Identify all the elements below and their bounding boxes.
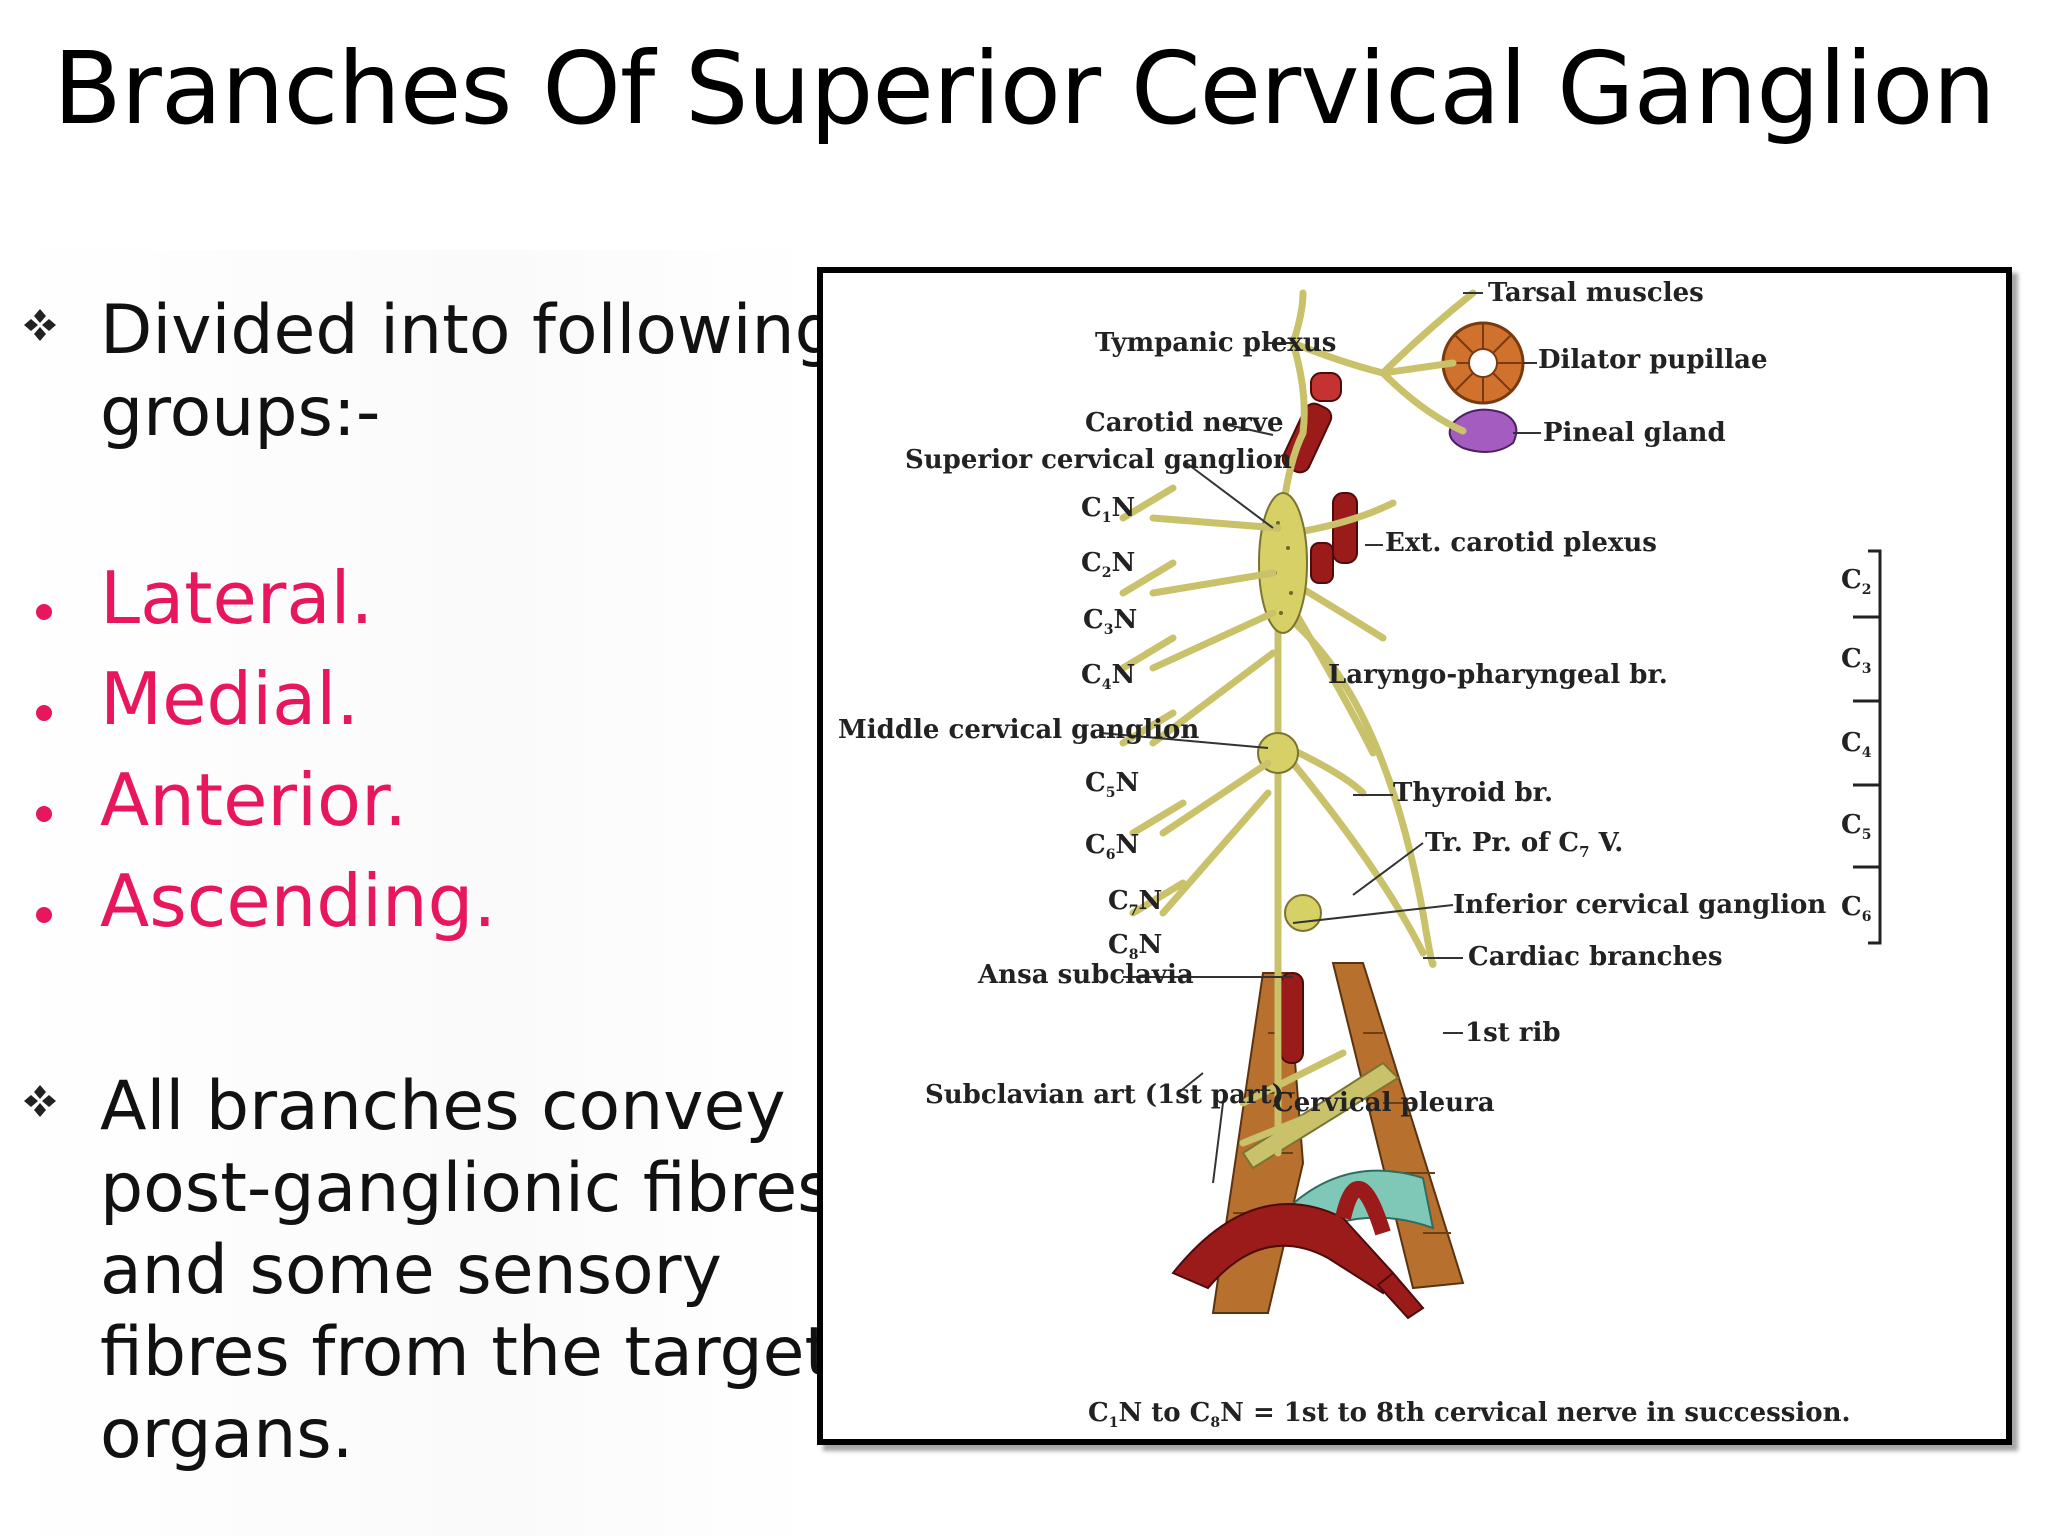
label-c7n: C7N	[1108, 886, 1162, 919]
conclusion-line-5: organs.	[100, 1395, 354, 1474]
slide-title: Branches Of Superior Cervical Ganglion	[53, 30, 1996, 147]
group-label: Medial.	[100, 657, 360, 741]
diagram-frame: Tarsal muscles Tympanic plexus Dilator p…	[817, 267, 2012, 1445]
label-c8n: C8N	[1108, 930, 1162, 963]
external-carotid-artery	[1310, 492, 1358, 584]
label-c2n: C2N	[1081, 548, 1135, 581]
subclavian-artery	[1171, 1180, 1425, 1320]
label-c1n: C1N	[1081, 493, 1135, 526]
label-inferior-cervical-ganglion: Inferior cervical ganglion	[1453, 890, 1826, 920]
group-label: Anterior.	[100, 758, 407, 842]
cervical-nerve-stubs	[1119, 484, 1347, 1147]
diagram-footer-caption: C1N to C8N = 1st to 8th cervical nerve i…	[1088, 1398, 1851, 1431]
intro-line-1: Divided into following	[100, 291, 838, 370]
lower-carotid-loop	[1280, 972, 1304, 1064]
label-c5n: C5N	[1085, 768, 1139, 801]
label-tarsal-muscles: Tarsal muscles	[1488, 278, 1704, 308]
label-c4n: C4N	[1081, 660, 1135, 693]
label-c3n: C3N	[1083, 605, 1137, 638]
label-ansa-subclavia: Ansa subclavia	[977, 960, 1194, 990]
label-vert-c4: C4	[1841, 728, 1872, 761]
label-thyroid-br: Thyroid br.	[1393, 778, 1553, 808]
diamond-quad-icon	[24, 309, 56, 341]
label-tympanic-plexus: Tympanic plexus	[1095, 328, 1336, 358]
label-tr-pr: Tr. Pr. of C7 V.	[1425, 828, 1623, 861]
dot-icon	[36, 705, 52, 721]
vertebra-labels: C2 C3 C4 C5 C6	[1841, 565, 1872, 925]
label-laryngo-pharyngeal: Laryngo-pharyngeal br.	[1328, 660, 1668, 690]
background-panel	[0, 250, 820, 1536]
inferior-cervical-ganglion-node	[1284, 894, 1322, 932]
conclusion-line-3: and some sensory	[100, 1231, 722, 1310]
conclusion-line-1: All branches convey	[100, 1067, 786, 1146]
label-ext-carotid-plexus: Ext. carotid plexus	[1385, 528, 1657, 558]
group-label: Lateral.	[100, 556, 374, 640]
label-cardiac-branches: Cardiac branches	[1468, 942, 1723, 972]
label-vert-c6: C6	[1841, 892, 1871, 925]
dot-icon	[36, 806, 52, 822]
label-vert-c2: C2	[1841, 565, 1871, 598]
cervical-nerve-labels: C1N C2N C3N C4N C5N C6N C7N C8N	[1081, 493, 1162, 963]
ganglion-diagram: Tarsal muscles Tympanic plexus Dilator p…	[838, 278, 1882, 1431]
label-middle-cervical-ganglion: Middle cervical ganglion	[838, 715, 1199, 745]
label-dilator-pupillae: Dilator pupillae	[1538, 345, 1768, 375]
leader-lines	[1100, 292, 1541, 1184]
label-subclavian-art: Subclavian art (1st part)	[925, 1080, 1284, 1110]
conclusion-line-4: fibres from the target	[100, 1313, 832, 1392]
label-pineal-gland: Pineal gland	[1543, 418, 1726, 448]
label-carotid-nerve: Carotid nerve	[1085, 408, 1284, 438]
label-vert-c3: C3	[1841, 644, 1871, 677]
superior-cervical-ganglion-node	[1258, 492, 1308, 634]
label-cervical-pleura: Cervical pleura	[1273, 1088, 1495, 1118]
dot-icon	[36, 604, 52, 620]
group-label: Ascending.	[100, 859, 497, 943]
label-superior-cervical-ganglion: Superior cervical ganglion	[905, 445, 1292, 475]
label-1st-rib: 1st rib	[1465, 1018, 1561, 1048]
dot-icon	[36, 907, 52, 923]
label-c6n: C6N	[1085, 830, 1139, 863]
label-vert-c5: C5	[1841, 810, 1871, 843]
intro-line-2: groups:-	[100, 373, 381, 452]
diamond-quad-icon	[24, 1085, 56, 1117]
vertebral-column-bracket	[1853, 549, 1882, 945]
pineal-gland-shape	[1448, 408, 1518, 453]
conclusion-line-2: post-ganglionic fibres	[100, 1149, 833, 1228]
dilator-pupillae-iris	[1441, 321, 1525, 405]
